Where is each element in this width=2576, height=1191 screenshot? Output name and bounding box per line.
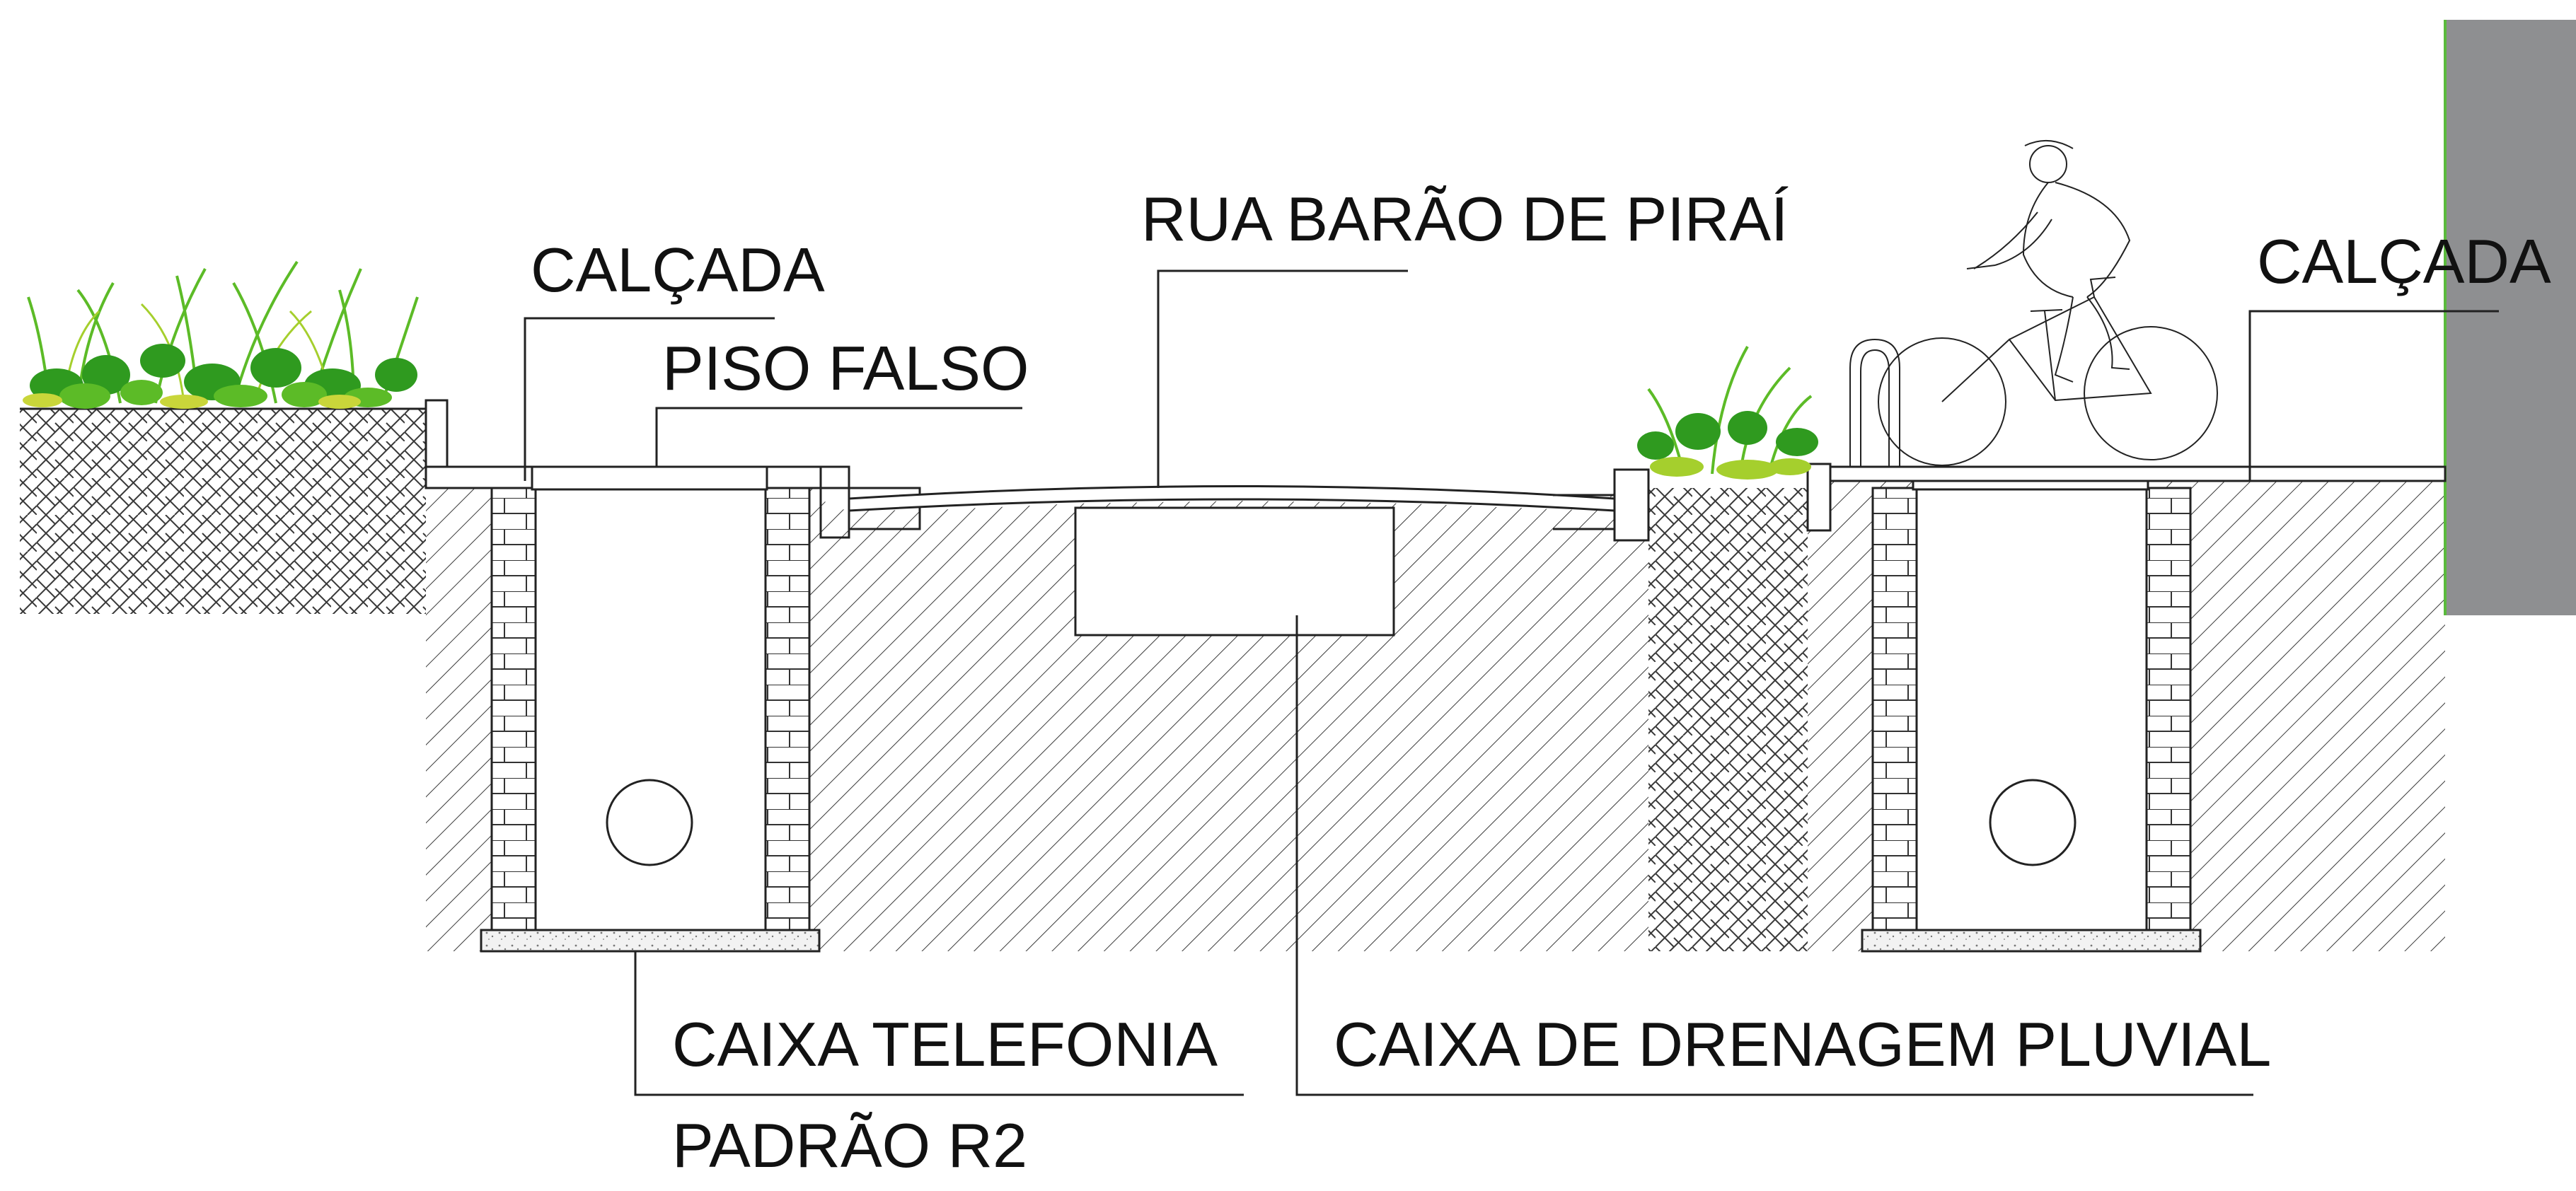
drainage-box	[1074, 506, 1395, 637]
building-wall	[2444, 20, 2576, 615]
telephone-box-left	[480, 465, 821, 953]
label-caixa-telefonia: CAIXA TELEFONIA	[672, 1009, 1218, 1079]
label-caixa-drenagem: CAIXA DE DRENAGEM PLUVIAL	[1334, 1009, 2271, 1079]
label-calcada-left: CALÇADA	[531, 235, 825, 305]
bike-rack-icon	[1849, 338, 1900, 467]
plant-cluster-icon	[1637, 346, 1818, 480]
cyclist-icon	[1878, 139, 2218, 466]
plant-cluster-icon	[23, 260, 419, 409]
leader-lines	[524, 269, 2499, 1096]
label-piso-falso: PISO FALSO	[662, 333, 1029, 403]
label-rua: RUA BARÃO DE PIRAÍ	[1141, 184, 1789, 254]
conduit-pipe-icon	[1989, 779, 2077, 866]
label-calcada-right: CALÇADA	[2257, 226, 2551, 296]
telephone-box-right	[1861, 480, 2202, 953]
left-planter	[20, 399, 449, 614]
label-padrao: PADRÃO R2	[672, 1110, 1027, 1180]
median-planter	[1613, 468, 1830, 951]
road-surface	[848, 485, 1616, 530]
conduit-pipe-icon	[606, 779, 693, 866]
